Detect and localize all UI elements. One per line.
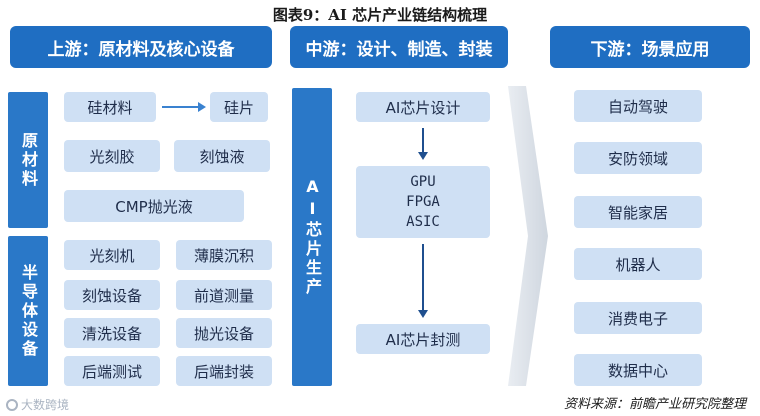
brand-logo: 大数跨境 xyxy=(6,396,69,413)
box-application: 安防领域 xyxy=(574,142,702,174)
box-application: 机器人 xyxy=(574,248,702,280)
box-wafer: 硅片 xyxy=(210,92,268,122)
arrow-down-icon xyxy=(418,128,428,160)
box-application: 自动驾驶 xyxy=(574,90,702,122)
header-midstream: 中游：设计、制造、封装 xyxy=(290,26,508,68)
arrow-right-icon xyxy=(162,102,206,112)
header-downstream: 下游：场景应用 xyxy=(550,26,750,68)
chip-type-gpu: GPU xyxy=(410,174,436,190)
source-note: 资料来源：前瞻产业研究院整理 xyxy=(563,397,746,412)
box-photoresist: 光刻胶 xyxy=(64,140,160,172)
box-ai-chip-packaging: AI芯片封测 xyxy=(356,324,490,354)
box-equipment: 光刻机 xyxy=(64,240,160,270)
box-etching-fluid: 刻蚀液 xyxy=(174,140,270,172)
label-semiconductor-equipment: 半导体设备 xyxy=(8,236,48,386)
chip-type-asic: ASIC xyxy=(406,214,440,230)
box-equipment: 抛光设备 xyxy=(176,318,272,348)
box-silicon-material: 硅材料 xyxy=(64,92,156,122)
box-equipment: 清洗设备 xyxy=(64,318,160,348)
box-application: 消费电子 xyxy=(574,302,702,334)
box-equipment: 前道测量 xyxy=(176,280,272,310)
box-cmp-fluid: CMP抛光液 xyxy=(64,190,244,222)
box-ai-chip-design: AI芯片设计 xyxy=(356,92,490,122)
brand-logo-icon xyxy=(6,398,18,411)
box-application: 数据中心 xyxy=(574,354,702,386)
box-equipment: 刻蚀设备 xyxy=(64,280,160,310)
header-upstream: 上游：原材料及核心设备 xyxy=(10,26,272,68)
box-equipment: 后端测试 xyxy=(64,356,160,386)
label-ai-chip-production: AI芯片生产 xyxy=(292,88,332,386)
chip-type-fpga: FPGA xyxy=(406,194,440,210)
box-chip-types: GPU FPGA ASIC xyxy=(356,166,490,238)
diagram-title: 图表9：AI 芯片产业链结构梳理 xyxy=(272,6,488,24)
box-application: 智能家居 xyxy=(574,196,702,228)
brand-name: 大数跨境 xyxy=(21,398,70,412)
chevron-right-icon xyxy=(508,86,548,386)
box-equipment: 薄膜沉积 xyxy=(176,240,272,270)
label-materials: 原材料 xyxy=(8,92,48,228)
box-equipment: 后端封装 xyxy=(176,356,272,386)
arrow-down-icon xyxy=(418,244,428,318)
